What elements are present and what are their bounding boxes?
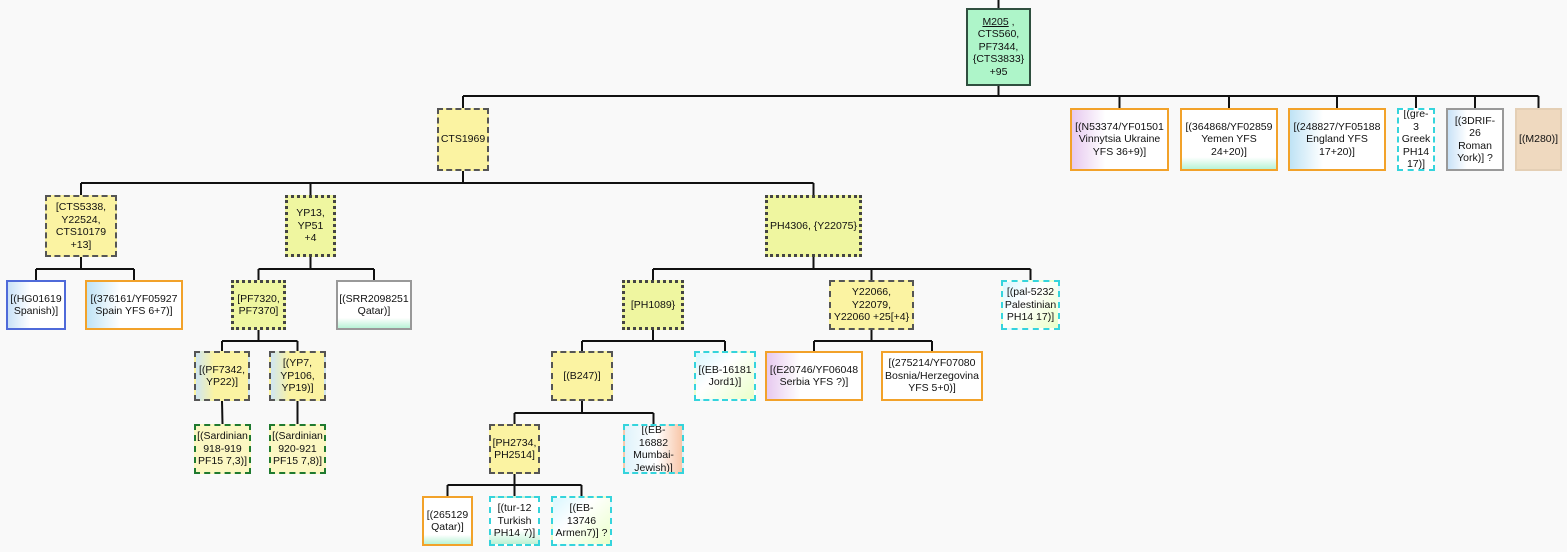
node-275214[interactable]: [(275214/YF07080 Bosnia/Herzegovina YFS … [881, 351, 983, 401]
node-e20746[interactable]: [(E20746/YF06048 Serbia YFS ?)] [765, 351, 863, 401]
node-pal5232[interactable]: [(pal-5232 Palestinian PH14 17)] [1001, 280, 1060, 330]
node-label: Y22066, Y22079, Y22060 +25[+4} [833, 286, 910, 324]
root-marker-link[interactable]: M205 [982, 15, 1009, 28]
connector-edge [221, 400, 224, 425]
node-3drif[interactable]: [(3DRIF-26 Roman York)] ? [1446, 108, 1504, 171]
node-ph4306[interactable]: PH4306, {Y22075} [765, 195, 862, 257]
node-pf7342[interactable]: [(PF7342, YP22)] [194, 351, 250, 401]
node-label: [(B247)] [563, 369, 601, 382]
node-label: [(M280)] [1518, 133, 1559, 146]
node-label: [(Sardinian 920-921 PF15 7,8)] [272, 430, 323, 468]
node-label: [(gre-3 Greek PH14 17)] [1401, 108, 1431, 171]
node-sard918[interactable]: [(Sardinian 918-919 PF15 7,3)] [194, 424, 251, 474]
node-label: [(E20746/YF06048 Serbia YFS ?)] [769, 363, 859, 389]
node-cts5338[interactable]: [CTS5338, Y22524, CTS10179 +13] [45, 195, 117, 257]
node-label: [(Sardinian 918-919 PF15 7,3)] [197, 430, 248, 468]
node-ph2734[interactable]: [PH2734, PH2514] [489, 424, 540, 474]
node-label: [(275214/YF07080 Bosnia/Herzegovina YFS … [885, 357, 979, 395]
node-pf7320[interactable]: [PF7320, PF7370] [231, 280, 286, 330]
node-srr[interactable]: [(SRR2098251 Qatar)] [336, 280, 412, 330]
node-ph1089[interactable]: [PH1089} [622, 280, 684, 330]
node-label: [CTS5338, Y22524, CTS10179 +13] [55, 201, 107, 251]
node-label: YP13, YP51 +4 [296, 207, 325, 245]
node-yp7[interactable]: [(YP7, YP106, YP19)] [269, 351, 326, 401]
node-label: [(tur-12 Turkish PH14 7)] [493, 502, 536, 540]
node-label: CTS1969 [440, 133, 486, 146]
node-label: [(376161/YF05927 Spain YFS 6+7)] [90, 292, 178, 318]
node-265129[interactable]: [(265129 Qatar)] [422, 496, 473, 546]
node-label: [(265129 Qatar)] [426, 508, 469, 534]
node-label: M205 , CTS560, PF7344, {CTS3833} +95 [972, 15, 1025, 78]
node-b247[interactable]: [(B247)] [551, 351, 613, 401]
node-label: [(YP7, YP106, YP19)] [280, 357, 315, 395]
node-n53374[interactable]: [(N53374/YF01501 Vinnytsia Ukraine YFS 3… [1070, 108, 1169, 171]
node-m280[interactable]: [(M280)] [1515, 108, 1562, 171]
node-label: [PF7320, PF7370] [237, 292, 280, 318]
node-label: [(3DRIF-26 Roman York)] ? [1454, 114, 1496, 165]
node-m205[interactable]: M205 , CTS560, PF7344, {CTS3833} +95 [966, 8, 1031, 86]
node-label: [(248827/YF05188 England YFS 17+20)] [1293, 120, 1381, 158]
node-label: [(HG01619 Spanish)] [10, 292, 62, 318]
node-label: [(EB-16882 Mumbai- Jewish)] [633, 424, 674, 474]
node-hg01619[interactable]: [(HG01619 Spanish)] [6, 280, 66, 330]
node-label: [(N53374/YF01501 Vinnytsia Ukraine YFS 3… [1075, 120, 1164, 158]
node-248827[interactable]: [(248827/YF05188 England YFS 17+20)] [1288, 108, 1386, 171]
node-eb16882[interactable]: [(EB-16882 Mumbai- Jewish)] [623, 424, 684, 474]
node-label: [(pal-5232 Palestinian PH14 17)] [1004, 286, 1057, 324]
node-cts1969[interactable]: CTS1969 [437, 108, 489, 171]
node-yp13[interactable]: YP13, YP51 +4 [285, 195, 336, 257]
node-y22066[interactable]: Y22066, Y22079, Y22060 +25[+4} [829, 280, 914, 330]
node-tur12[interactable]: [(tur-12 Turkish PH14 7)] [489, 496, 540, 546]
node-label: [(364868/YF02859 Yemen YFS 24+20)] [1185, 120, 1273, 158]
node-eb13746[interactable]: [(EB-13746 Armen7)] ? [551, 496, 612, 546]
node-label: [PH1089} [630, 298, 676, 311]
node-label: [(EB-16181 Jord1)] [698, 363, 752, 389]
node-376161[interactable]: [(376161/YF05927 Spain YFS 6+7)] [85, 280, 183, 330]
node-label: [(EB-13746 Armen7)] ? [555, 502, 608, 540]
node-label: [(PF7342, YP22)] [198, 363, 246, 389]
node-label: [PH2734, PH2514] [492, 436, 537, 462]
node-sard920[interactable]: [(Sardinian 920-921 PF15 7,8)] [269, 424, 326, 474]
node-gre3[interactable]: [(gre-3 Greek PH14 17)] [1397, 108, 1435, 171]
node-label: PH4306, {Y22075} [770, 219, 857, 232]
node-label: [(SRR2098251 Qatar)] [339, 292, 409, 318]
node-364868[interactable]: [(364868/YF02859 Yemen YFS 24+20)] [1180, 108, 1278, 171]
node-eb16181[interactable]: [(EB-16181 Jord1)] [694, 351, 756, 401]
